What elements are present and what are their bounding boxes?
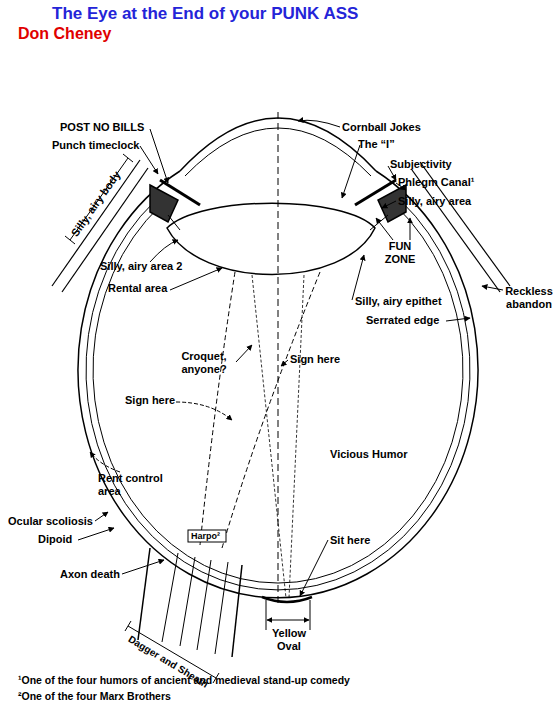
leader-arrow xyxy=(236,345,252,362)
leader-arrow xyxy=(446,318,470,321)
dimension-arrow xyxy=(267,620,309,621)
leader-arrow xyxy=(410,218,411,240)
dashed-ray xyxy=(200,272,235,545)
part-label: Yellow Oval xyxy=(265,627,313,653)
leader-arrow xyxy=(352,255,364,300)
nerve-sheath xyxy=(138,548,150,640)
diagram-title: The Eye at the End of your PUNK ASS xyxy=(52,4,358,24)
part-label: Sign here xyxy=(125,394,175,407)
part-label: Serrated edge xyxy=(366,314,439,327)
leader-arrow xyxy=(150,129,168,183)
dimension-line xyxy=(266,600,267,630)
part-label: Punch timeclock xyxy=(52,139,139,152)
part-label: Phlegm Canal¹ xyxy=(398,176,474,189)
nerve-fiber xyxy=(180,557,195,646)
part-label: Axon death xyxy=(60,568,120,581)
nerve-fiber xyxy=(215,562,228,654)
eyelid-line xyxy=(62,168,148,292)
bracket xyxy=(65,154,133,244)
lens-shape xyxy=(167,203,375,274)
part-label: Dagger and Sheath xyxy=(126,633,210,690)
leader-arrow xyxy=(298,120,340,127)
leader-arrow xyxy=(376,218,393,240)
leader-arrow xyxy=(382,201,396,208)
footnote: ²One of the four Marx Brothers xyxy=(18,690,171,703)
eye-outline-group xyxy=(52,112,510,683)
fovea-dip xyxy=(262,597,312,602)
part-label: Silly, airy epithet xyxy=(355,295,442,308)
visual-ray xyxy=(289,275,304,598)
zonule-left xyxy=(168,215,180,230)
eyelid-line xyxy=(52,160,140,286)
footnote: ¹One of the four humors of ancient and m… xyxy=(18,674,350,687)
central-axis xyxy=(278,112,279,606)
eyelid-line xyxy=(420,162,510,286)
leader-arrow xyxy=(300,540,328,596)
leader-arrow xyxy=(388,166,396,180)
leader-arrow xyxy=(150,240,178,262)
part-label: Harpo² xyxy=(191,531,220,542)
leader-arrow xyxy=(176,402,232,420)
leader-arrow xyxy=(78,528,114,540)
part-label: Reckless abandon xyxy=(500,285,558,311)
leader-arrow xyxy=(170,268,222,290)
author-name: Don Cheney xyxy=(18,25,111,43)
part-label: Silly, airy area xyxy=(398,195,471,208)
bracket xyxy=(125,621,219,683)
leader-arrow xyxy=(140,146,158,174)
part-label: The “I” xyxy=(358,138,395,151)
nerve-fiber xyxy=(197,560,211,650)
leader-arrow xyxy=(281,360,288,366)
part-label: Subjectivity xyxy=(390,158,452,171)
part-label: FUN ZONE xyxy=(376,240,424,266)
leader-arrow xyxy=(122,560,164,574)
part-label: Silly, airy area 2 xyxy=(100,260,182,273)
ciliary-body-right xyxy=(378,185,406,222)
leader-arrow xyxy=(482,286,503,290)
part-label: Ocular scoliosis xyxy=(8,515,93,528)
visual-ray xyxy=(252,275,286,598)
leader-lines xyxy=(78,120,503,596)
dashed-ray xyxy=(222,272,320,548)
part-label: Sit here xyxy=(330,534,370,547)
part-label: Rental area xyxy=(108,282,167,295)
leader-arrow xyxy=(396,183,406,190)
eyelid-line xyxy=(412,170,500,292)
dimension-line xyxy=(310,600,311,630)
disc-box xyxy=(188,530,226,542)
part-label: Rent control area xyxy=(98,472,178,498)
part-label: Silly, airy body xyxy=(69,169,124,239)
nerve-fiber xyxy=(162,553,178,642)
part-label: Cornball Jokes xyxy=(342,121,421,134)
leader-arrow xyxy=(342,145,360,198)
leader-arrow xyxy=(90,452,120,472)
part-label: POST NO BILLS xyxy=(60,121,144,134)
ciliary-body-left xyxy=(150,185,178,222)
part-label: Sign here xyxy=(290,353,340,366)
part-label: Croquet, anyone? xyxy=(165,350,243,376)
part-label: Vicious Humor xyxy=(330,448,407,461)
nerve-sheath xyxy=(232,565,242,657)
part-label: Dipoid xyxy=(38,533,72,546)
leader-arrow xyxy=(95,512,108,521)
